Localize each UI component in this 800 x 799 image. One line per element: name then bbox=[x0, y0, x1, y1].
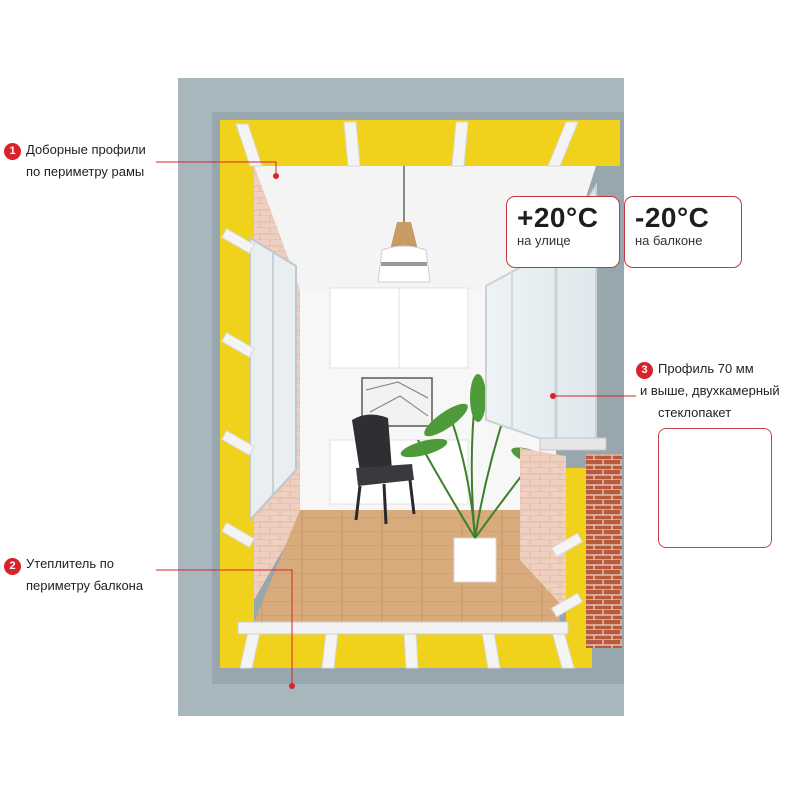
temperature-balcony-box: -20°C на балконе bbox=[624, 196, 742, 268]
double-glazing-card bbox=[658, 428, 772, 548]
chair-seat bbox=[356, 464, 414, 486]
floor bbox=[254, 510, 560, 622]
window-sill bbox=[539, 437, 607, 451]
temperature-outside-label: на улице bbox=[517, 233, 571, 248]
temperature-balcony-label: на балконе bbox=[635, 233, 703, 248]
leader-lines bbox=[156, 161, 636, 684]
callout-number-2: 2 bbox=[4, 558, 21, 575]
chair-back bbox=[352, 414, 392, 472]
lamp-band bbox=[381, 262, 427, 266]
brick-parapet bbox=[586, 454, 622, 648]
callout-2-line-2: периметру балкона bbox=[26, 578, 144, 593]
callout-frame-profiles: Доборные профили по периметру рамы bbox=[26, 139, 146, 183]
callout-2-line-1: Утеплитель по bbox=[26, 556, 115, 571]
callout-3-line-1: Профиль 70 мм bbox=[658, 361, 754, 376]
chair-legs bbox=[354, 479, 416, 525]
callout-3-line-3: стеклопакет bbox=[658, 405, 732, 420]
callout-1-line-1: Доборные профили bbox=[26, 142, 146, 157]
right-brick-wall bbox=[520, 448, 566, 610]
temperature-balcony-value: -20°C bbox=[635, 202, 710, 233]
callout-1-line-2: по периметру рамы bbox=[26, 164, 145, 179]
temperature-outside-value: +20°C bbox=[517, 202, 599, 233]
leader-dot-3 bbox=[550, 393, 556, 399]
wall-board-lines bbox=[365, 381, 429, 417]
temperature-outside-box: +20°C на улице bbox=[506, 196, 620, 268]
callout-profile: Профиль 70 мм и выше, двухкамерный стекл… bbox=[640, 358, 798, 424]
leader-dot-2 bbox=[289, 683, 295, 689]
callout-number-1: 1 bbox=[4, 143, 21, 160]
callout-insulation: Утеплитель по периметру балкона bbox=[26, 553, 143, 597]
leader-dot-1 bbox=[273, 173, 279, 179]
callout-3-line-2: и выше, двухкамерный bbox=[640, 383, 780, 398]
frame-battens bbox=[220, 121, 584, 669]
lamp-cap bbox=[390, 222, 418, 250]
insulation-left bbox=[220, 120, 254, 660]
callout-number-3: 3 bbox=[636, 362, 653, 379]
plant-pot bbox=[453, 537, 497, 583]
floor-profile bbox=[237, 621, 569, 635]
wall-board bbox=[361, 377, 433, 427]
